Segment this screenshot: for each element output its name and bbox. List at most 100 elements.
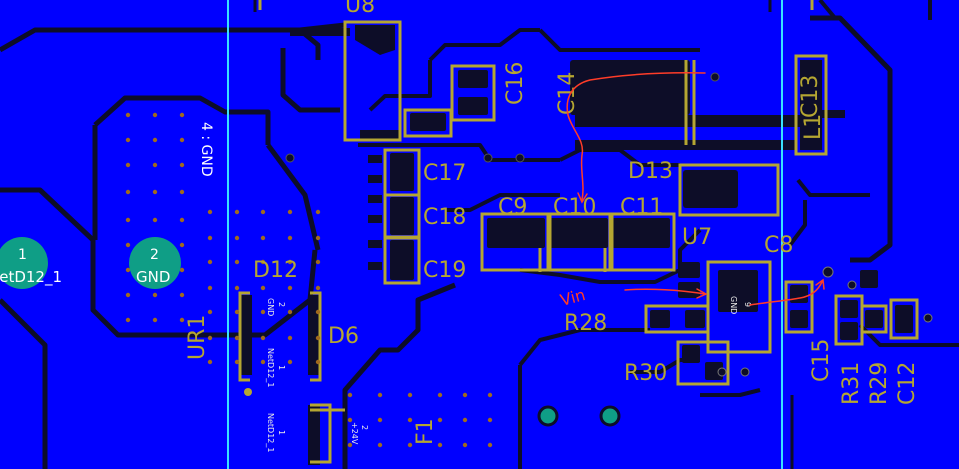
gnd-pin-number: 2 [150, 247, 159, 263]
via-dot [125, 112, 131, 118]
via-dot [260, 209, 266, 215]
netd12-pin-number: 1 [18, 247, 27, 263]
d12-pad2-net: GND [266, 298, 275, 316]
via-dot [377, 417, 383, 423]
via-dot [347, 417, 353, 423]
via-dot [125, 189, 131, 195]
via-dot [260, 235, 266, 241]
annotation-curve-c14 [566, 72, 706, 201]
via-dot [407, 417, 413, 423]
designators: U8 C16 C14 C13 L1 C17 C18 C19 C9 C10 C11… [185, 0, 920, 445]
label-u7: U7 [682, 225, 712, 250]
label-r28: R28 [564, 311, 607, 336]
via-dot [179, 189, 185, 195]
via-dot [437, 442, 443, 448]
via-dot [234, 359, 240, 365]
through-hole-pads [0, 237, 181, 289]
via-dot [207, 209, 213, 215]
annotation-vin-arrow [624, 288, 706, 295]
via-dot [462, 417, 468, 423]
label-c16: C16 [503, 62, 528, 105]
f1-pad2-net: +24V [350, 422, 359, 445]
netd12-pad [0, 237, 48, 289]
label-d12: D12 [253, 258, 298, 283]
label-f1: F1 [413, 418, 438, 445]
via-dot [315, 285, 321, 291]
via-dot [234, 235, 240, 241]
via-dot [407, 392, 413, 398]
annotation-arrowhead-c14 [577, 192, 588, 204]
via-dot [287, 335, 293, 341]
via-dot [152, 189, 158, 195]
via-dot [377, 442, 383, 448]
via-dot [179, 137, 185, 143]
via-dot [179, 267, 185, 273]
via-dot [152, 292, 158, 298]
via-dot [125, 217, 131, 223]
via-dot [347, 392, 353, 398]
via-dot [260, 359, 266, 365]
label-d6: D6 [328, 324, 359, 349]
via-dot [207, 259, 213, 265]
label-c15: C15 [809, 339, 834, 382]
label-c19: C19 [423, 258, 466, 283]
via-grid [125, 112, 493, 448]
label-u8: U8 [345, 0, 375, 18]
silkscreen-outlines [238, 20, 919, 464]
via-dot [487, 442, 493, 448]
via-dot [347, 442, 353, 448]
via-dot [234, 209, 240, 215]
via-dot [207, 359, 213, 365]
via-dot [152, 217, 158, 223]
via-dot [487, 417, 493, 423]
label-ur1: UR1 [185, 315, 210, 360]
label-c13: C13 [798, 75, 823, 118]
via-dot [152, 162, 158, 168]
label-c17: C17 [423, 161, 466, 186]
via-dot [260, 309, 266, 315]
label-l1: L1 [801, 114, 826, 140]
via-dot [287, 259, 293, 265]
label-r31: R31 [839, 362, 864, 405]
via-dot [260, 259, 266, 265]
via-dot [207, 235, 213, 241]
smd-pads [240, 60, 913, 465]
via-dot [179, 292, 185, 298]
via-dot [207, 309, 213, 315]
via-dot [125, 137, 131, 143]
via-dot [315, 335, 321, 341]
annotation-vin-arrowhead [696, 288, 708, 299]
annotations [566, 72, 825, 306]
label-r29: R29 [867, 362, 892, 405]
via-dot [315, 209, 321, 215]
via-dot [437, 417, 443, 423]
label-c11: C11 [620, 195, 663, 220]
small-vias [244, 72, 933, 427]
via-dot [152, 137, 158, 143]
via-dot [287, 235, 293, 241]
via-dot [287, 359, 293, 365]
via-dot [179, 112, 185, 118]
silk-lines [258, 0, 814, 412]
via-dot [125, 242, 131, 248]
via-dot [179, 317, 185, 323]
pin4-label: 4 : GND [198, 122, 214, 177]
via-dot [207, 285, 213, 291]
label-r30: R30 [624, 361, 667, 386]
via-dot [234, 309, 240, 315]
via-dot [125, 162, 131, 168]
pin-labels: 4 : GND 1 NetD12_1 2 GND [0, 122, 214, 287]
label-c18: C18 [423, 205, 466, 230]
via-dot [287, 309, 293, 315]
guide-lines [227, 0, 783, 469]
d12-pad1-number: 1 [277, 365, 286, 370]
via-dot [377, 392, 383, 398]
via-dot [287, 285, 293, 291]
label-c9: C9 [498, 195, 527, 220]
via-dot [315, 235, 321, 241]
via-dot [287, 209, 293, 215]
gnd-pin-net: GND [136, 268, 170, 286]
f1-pad2-number: 2 [360, 425, 369, 430]
